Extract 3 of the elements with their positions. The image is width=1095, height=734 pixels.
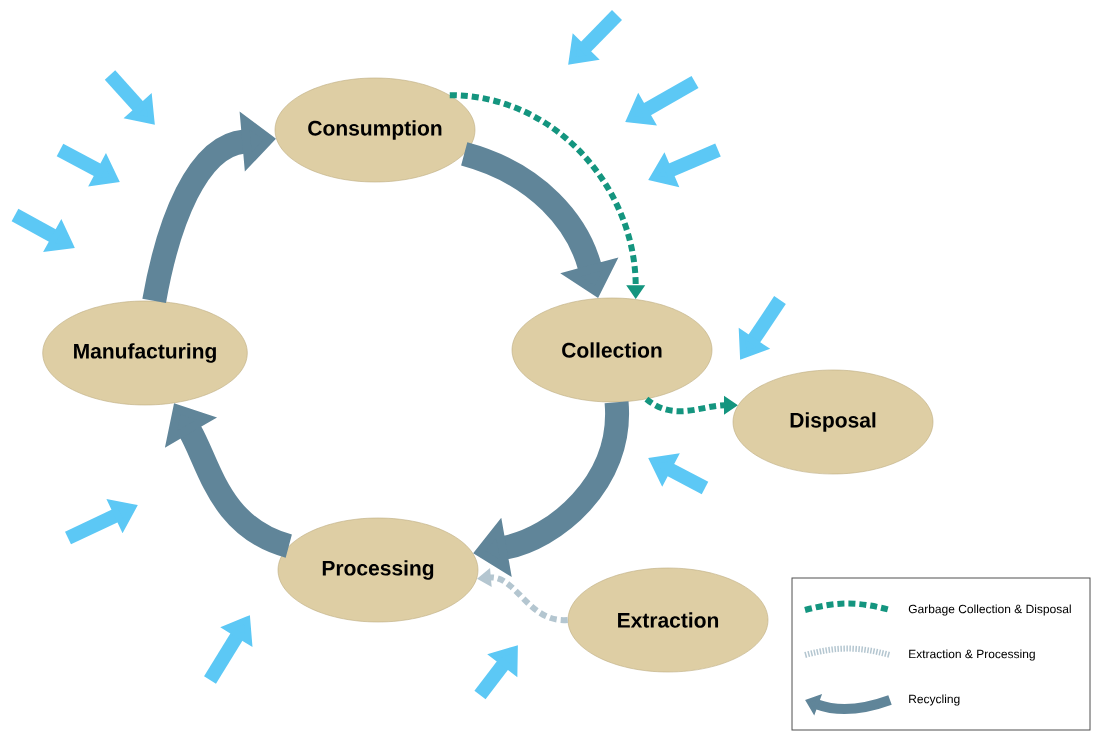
legend-label: Extraction & Processing: [909, 649, 1035, 661]
legend-label: Recycling: [909, 694, 960, 706]
legend-label: Garbage Collection & Disposal: [908, 604, 1071, 616]
